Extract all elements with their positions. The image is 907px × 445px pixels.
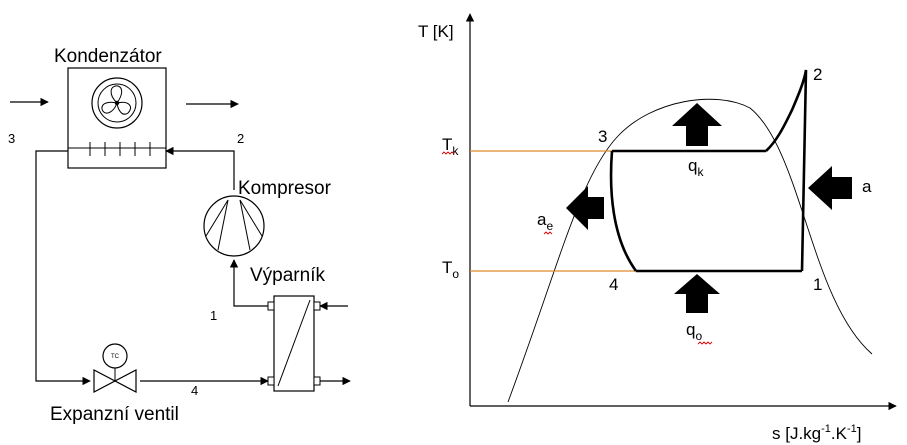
condenser-coil-ticks [89,142,151,156]
condenser-label: Kondenzátor [54,46,162,67]
spellcheck-underline [441,151,455,155]
a-label: a [862,177,872,196]
expansion-valve-icon: TC [93,343,137,393]
spellcheck-underline [697,341,713,345]
heat-exchanger-icon [267,295,321,392]
schematic-point-2: 2 [237,131,244,146]
a-arrow-icon [808,166,852,210]
evaporator-label: Výparník [250,265,325,286]
valve-badge: TC [111,354,120,360]
schematic-point-3: 3 [8,131,15,146]
qo-label: qo [686,320,702,343]
ts-state-4: 4 [609,275,618,294]
compressor-label: Kompresor [238,178,332,199]
valve-label: Expanzní ventil [50,404,179,425]
x-axis-label: s [J.kg-1.K-1] [772,423,861,443]
qk-arrow-icon [672,103,722,146]
qo-arrow-icon [674,274,720,313]
ts-state-1: 1 [813,275,822,294]
saturation-dome [507,98,873,403]
ts-state-2: 2 [813,65,822,84]
spellcheck-underline [543,231,553,235]
fan-icon [91,77,143,129]
ae-label: ae [537,210,553,233]
schematic-point-4: 4 [191,383,198,398]
to-label: To [442,258,459,281]
ts-diagram: T [K] s [J.kg-1.K-1] 3 2 1 4 Tk To qk qo… [418,13,897,443]
compressor-icon [203,195,265,257]
qk-label: qk [688,156,704,179]
ae-arrow-icon [566,186,604,230]
tk-label: Tk [442,135,459,158]
cycle-path [609,69,808,273]
condenser [67,67,167,169]
schematic-point-1: 1 [210,308,217,323]
refrigeration-schematic: Kondenzátor Kompresor [8,46,351,425]
y-axis-label: T [K] [418,22,454,41]
ts-state-3: 3 [598,127,607,146]
refrigerant-piping [35,146,351,386]
